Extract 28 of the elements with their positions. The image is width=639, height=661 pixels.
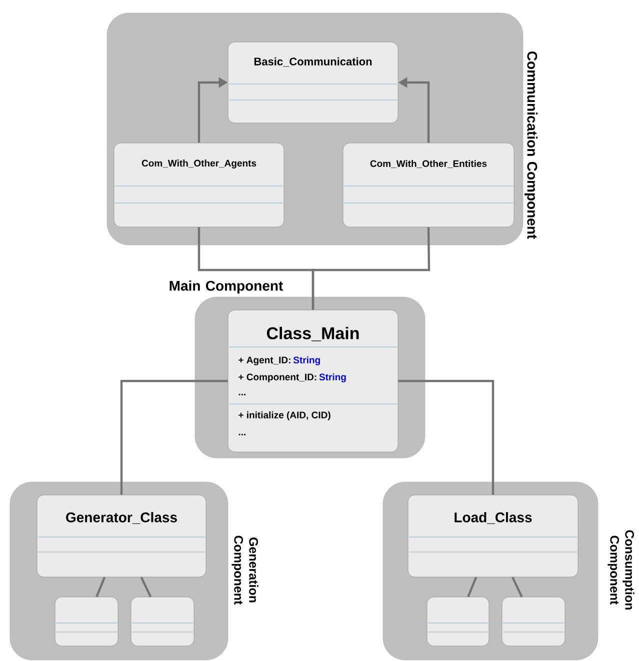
- class-box: [426, 596, 490, 646]
- class-box: [502, 596, 566, 646]
- connector: [312, 227, 430, 310]
- panel-label: Consumption Component: [608, 530, 634, 610]
- class-box: [130, 596, 194, 646]
- class-name: Com_With_Other_Agents: [142, 160, 256, 168]
- panel-label: Generation Component: [232, 536, 258, 605]
- type-text: String: [319, 373, 346, 382]
- connector: [96, 576, 106, 598]
- panel-label: Main Component: [170, 280, 283, 294]
- connector: [512, 576, 523, 598]
- member-text: ...: [238, 394, 246, 396]
- connector: [120, 380, 228, 495]
- member-text: + Component_ID:: [238, 374, 316, 382]
- type-text: String: [293, 356, 320, 366]
- class-box: [54, 596, 118, 646]
- class-name: Load_Class: [454, 512, 532, 524]
- connector: [398, 380, 494, 495]
- class-name: Com_With_Other_Entities: [370, 160, 487, 168]
- class-name: Basic_Communication: [254, 57, 372, 67]
- connector: [140, 576, 152, 598]
- class-name: Class_Main: [266, 326, 359, 342]
- member-text: + initialize (AID, CID): [238, 411, 330, 420]
- connector: [467, 576, 478, 598]
- class-name: Generator_Class: [66, 512, 177, 524]
- member-text: ...: [238, 434, 246, 436]
- member-text: + Agent_ID:: [238, 356, 290, 366]
- panel-label: Communication Component: [524, 51, 538, 239]
